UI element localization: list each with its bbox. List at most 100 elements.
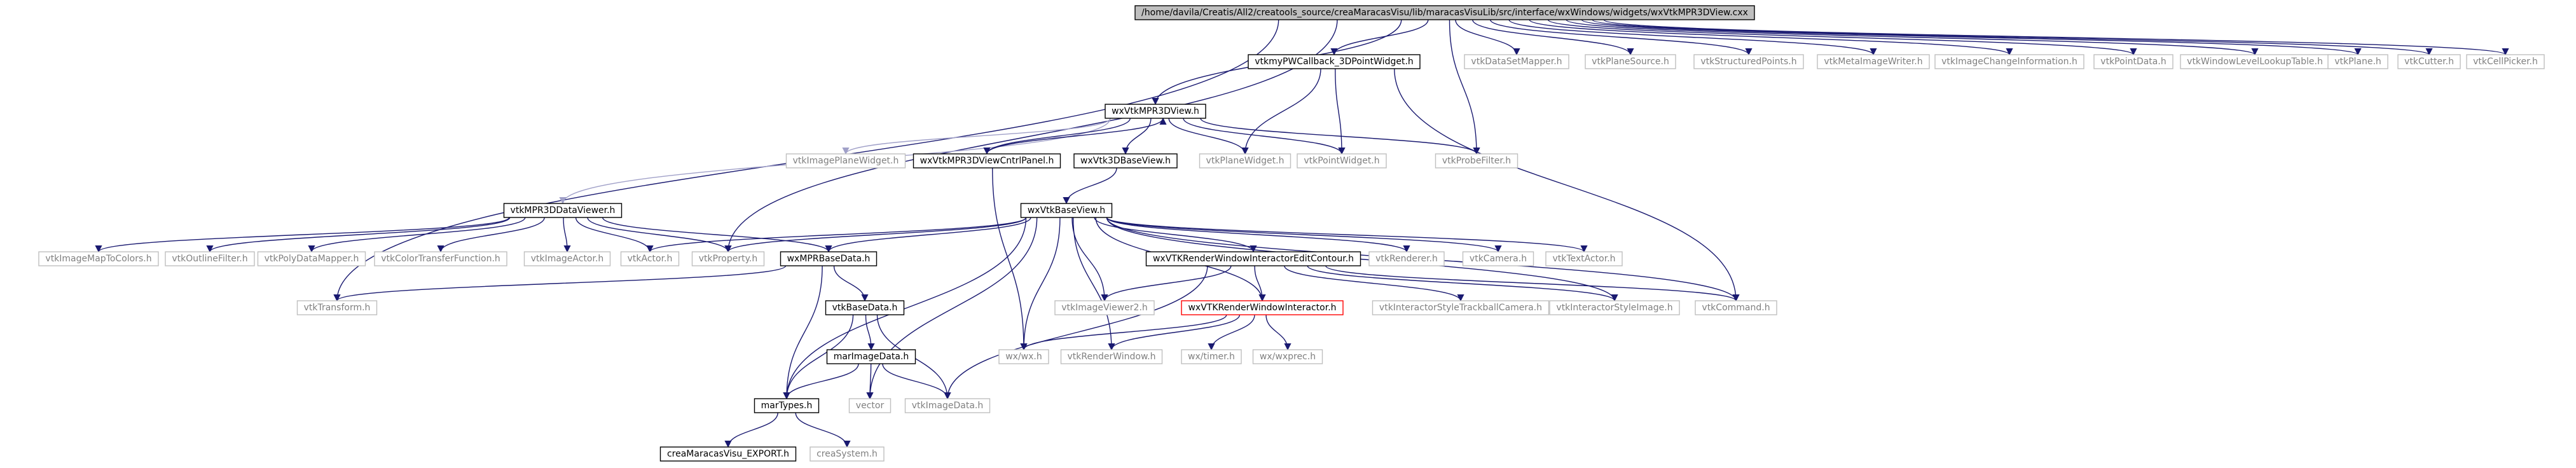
node-vtk-window-level-lookup-table[interactable]: vtkWindowLevelLookupTable.h bbox=[2180, 54, 2330, 69]
node-crea-maracas-visu-export[interactable]: creaMaracasVisu_EXPORT.h bbox=[659, 446, 797, 462]
node-wxwxprec[interactable]: wx/wxprec.h bbox=[1252, 349, 1323, 364]
node-vtk-image-data[interactable]: vtkImageData.h bbox=[904, 398, 991, 413]
node-box bbox=[1462, 251, 1534, 266]
node-box bbox=[785, 153, 906, 169]
node-wx-vtkrender-window-interactor[interactable]: wxVTKRenderWindowInteractor.h bbox=[1181, 300, 1344, 315]
node-mar-types[interactable]: marTypes.h bbox=[754, 398, 820, 413]
edge-wx-vtkrender-window-interactor-edit-contour-to-vtk-interactor-style-trackball-camera bbox=[1284, 265, 1464, 302]
node-vtk-color-transfer-function[interactable]: vtkColorTransferFunction.h bbox=[374, 251, 507, 266]
node-wx-vtk-mpr3-dview-cntrl-panel[interactable]: wxVtkMPR3DViewCntrlPanel.h bbox=[913, 153, 1061, 169]
node-label: vtkMetaImageWriter.h bbox=[1824, 57, 1922, 67]
node-vtk-renderer[interactable]: vtkRenderer.h bbox=[1368, 251, 1445, 266]
node-label: wx/wx.h bbox=[1005, 352, 1042, 362]
node-label: /home/davila/Creatis/All2/creatools_sour… bbox=[1141, 8, 1748, 18]
edge-wx-vtk-base-view-to-wx-mprbase-data bbox=[825, 217, 1031, 253]
node-box bbox=[1934, 54, 2084, 69]
node-box bbox=[998, 349, 1049, 364]
node-vtk-mpr3-ddata-viewer[interactable]: vtkMPR3DDataViewer.h bbox=[503, 203, 623, 218]
node-vtk-image-viewer2[interactable]: vtkImageViewer2.h bbox=[1054, 300, 1155, 315]
node-vtk-interactor-style-trackball-camera[interactable]: vtkInteractorStyleTrackballCamera.h bbox=[1372, 300, 1550, 315]
node-wx-vtkrender-window-interactor-edit-contour[interactable]: wxVTKRenderWindowInteractorEditContour.h bbox=[1145, 251, 1361, 266]
node-vtk-plane-source[interactable]: vtkPlaneSource.h bbox=[1585, 54, 1676, 69]
node-label: creaSystem.h bbox=[816, 449, 878, 459]
node-vtk-point-data[interactable]: vtkPointData.h bbox=[2093, 54, 2173, 69]
node-label: vtkDataSetMapper.h bbox=[1471, 57, 1562, 67]
node-vtk-poly-data-mapper[interactable]: vtkPolyDataMapper.h bbox=[257, 251, 366, 266]
node-label: wx/timer.h bbox=[1188, 352, 1235, 362]
node-label: vector bbox=[856, 401, 885, 411]
node-wx-vtk-mpr3-dview[interactable]: wxVtkMPR3DView.h bbox=[1105, 104, 1206, 119]
node-box bbox=[1464, 54, 1569, 69]
node-box bbox=[1134, 5, 1755, 20]
node-label: vtkCutter.h bbox=[2404, 57, 2454, 67]
node-vtk-text-actor[interactable]: vtkTextActor.h bbox=[1545, 251, 1623, 266]
node-vtk-image-change-information[interactable]: vtkImageChangeInformation.h bbox=[1934, 54, 2084, 69]
edge-wx-vtk-mpr3-dview-cntrl-panel-to-wx-vtk-mpr3-dview bbox=[986, 117, 1167, 155]
edge-root-to-vtk-image-change-information bbox=[1529, 19, 2013, 56]
edge-wx-vtk-base-view-to-vtk-renderer bbox=[1106, 217, 1410, 253]
node-crea-system[interactable]: creaSystem.h bbox=[809, 446, 885, 462]
edge-wx-vtkrender-window-interactor-edit-contour-to-wx-vtkrender-window-interactor bbox=[1254, 265, 1266, 302]
node-vtk-image-actor[interactable]: vtkImageActor.h bbox=[523, 251, 611, 266]
node-vtk-data-set-mapper[interactable]: vtkDataSetMapper.h bbox=[1464, 54, 1569, 69]
node-box bbox=[1817, 54, 1930, 69]
edge-wx-vtk-base-view-to-vtk-image-viewer2 bbox=[1071, 217, 1108, 302]
edge-root-to-vtk-plane bbox=[1581, 19, 2362, 56]
node-vtkmy-pwcallback[interactable]: vtkmyPWCallback_3DPointWidget.h bbox=[1248, 54, 1421, 69]
node-wx-mprbase-data[interactable]: wxMPRBaseData.h bbox=[780, 251, 878, 266]
node-vtk-render-window[interactable]: vtkRenderWindow.h bbox=[1060, 349, 1163, 364]
node-vector[interactable]: vector bbox=[848, 398, 892, 413]
node-label: vtkImageData.h bbox=[912, 401, 983, 411]
node-vtk-property[interactable]: vtkProperty.h bbox=[691, 251, 765, 266]
node-mar-image-data[interactable]: marImageData.h bbox=[826, 349, 916, 364]
edge-wx-mprbase-data-to-vtk-transform bbox=[333, 265, 787, 302]
edge-vtkmy-pwcallback-to-vtk-command bbox=[1394, 68, 1740, 302]
node-vtk-interactor-style-image[interactable]: vtkInteractorStyleImage.h bbox=[1549, 300, 1680, 315]
edge-vtkmy-pwcallback-to-vtk-point-widget bbox=[1335, 68, 1346, 155]
node-box bbox=[754, 398, 820, 413]
node-vtk-transform[interactable]: vtkTransform.h bbox=[296, 300, 378, 315]
node-box bbox=[2397, 54, 2461, 69]
node-vtk-meta-image-writer[interactable]: vtkMetaImageWriter.h bbox=[1817, 54, 1930, 69]
node-box bbox=[1181, 349, 1242, 364]
node-vtk-camera[interactable]: vtkCamera.h bbox=[1462, 251, 1534, 266]
node-box bbox=[904, 398, 991, 413]
node-box bbox=[809, 446, 885, 462]
node-label: vtkCommand.h bbox=[1702, 303, 1770, 313]
edge-vtk-mpr3-ddata-viewer-to-vtk-poly-data-mapper bbox=[308, 217, 526, 253]
node-label: marImageData.h bbox=[834, 352, 909, 362]
node-vtk-point-widget[interactable]: vtkPointWidget.h bbox=[1297, 153, 1387, 169]
edge-wx-vtkrender-window-interactor-to-wxwx bbox=[1020, 314, 1227, 351]
edge-root-to-vtk-structured-points bbox=[1490, 19, 1753, 56]
node-vtk-cutter[interactable]: vtkCutter.h bbox=[2397, 54, 2461, 69]
node-wxtimer[interactable]: wx/timer.h bbox=[1181, 349, 1242, 364]
node-box bbox=[374, 251, 507, 266]
node-label: vtkTransform.h bbox=[304, 303, 371, 313]
edge-wx-vtk-base-view-to-wxwx bbox=[1020, 217, 1061, 351]
node-wx-vtk3-dbase-view[interactable]: wxVtk3DBaseView.h bbox=[1073, 153, 1178, 169]
node-vtk-image-map-to-colors[interactable]: vtkImageMapToColors.h bbox=[38, 251, 159, 266]
node-box bbox=[1695, 300, 1777, 315]
node-wxwx[interactable]: wx/wx.h bbox=[998, 349, 1049, 364]
node-label: marTypes.h bbox=[761, 401, 813, 411]
node-vtk-outline-filter[interactable]: vtkOutlineFilter.h bbox=[165, 251, 255, 266]
node-vtk-base-data[interactable]: vtkBaseData.h bbox=[825, 300, 905, 315]
node-label: vtkActor.h bbox=[628, 254, 673, 264]
node-wx-vtk-base-view[interactable]: wxVtkBaseView.h bbox=[1020, 203, 1113, 218]
node-vtk-structured-points[interactable]: vtkStructuredPoints.h bbox=[1693, 54, 1804, 69]
node-vtk-plane[interactable]: vtkPlane.h bbox=[2327, 54, 2388, 69]
node-vtk-command[interactable]: vtkCommand.h bbox=[1695, 300, 1777, 315]
node-label: vtkWindowLevelLookupTable.h bbox=[2187, 57, 2323, 67]
node-label: vtkTextActor.h bbox=[1552, 254, 1615, 264]
node-box bbox=[1545, 251, 1623, 266]
node-label: creaMaracasVisu_EXPORT.h bbox=[667, 449, 789, 459]
node-root[interactable]: /home/davila/Creatis/All2/creatools_sour… bbox=[1134, 5, 1755, 20]
node-vtk-actor[interactable]: vtkActor.h bbox=[620, 251, 680, 266]
node-label: vtkPlane.h bbox=[2334, 57, 2381, 67]
node-vtk-probe-filter[interactable]: vtkProbeFilter.h bbox=[1435, 153, 1519, 169]
edge-vtk-mpr3-ddata-viewer-to-vtk-image-map-to-colors bbox=[95, 217, 510, 253]
edge-wx-vtk-mpr3-dview-to-wx-vtk3-dbase-view bbox=[1122, 118, 1152, 155]
node-vtk-cell-picker[interactable]: vtkCellPicker.h bbox=[2466, 54, 2545, 69]
node-vtk-plane-widget[interactable]: vtkPlaneWidget.h bbox=[1199, 153, 1291, 169]
node-vtk-image-plane-widget[interactable]: vtkImagePlaneWidget.h bbox=[785, 153, 906, 169]
